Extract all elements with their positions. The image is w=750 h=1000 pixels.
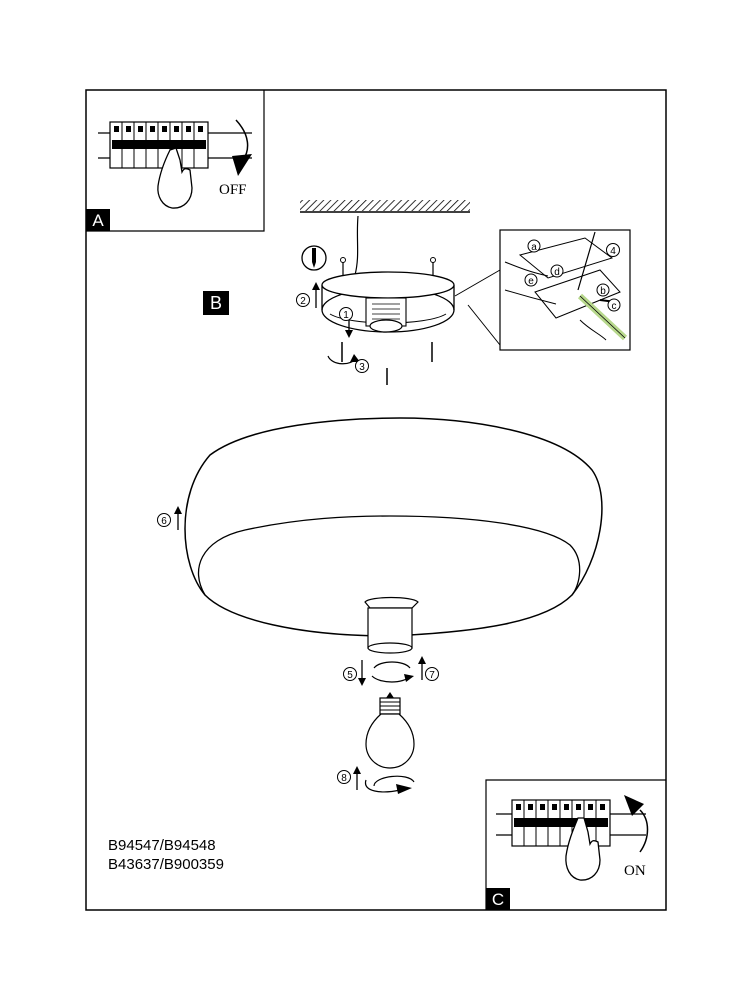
supply-cable <box>354 215 359 276</box>
step-2-label: 2 <box>300 296 306 307</box>
badge-a <box>86 209 110 231</box>
lamp-shade: 6 <box>157 417 603 654</box>
ceiling-hatch <box>300 200 470 211</box>
step-7-label: 7 <box>429 670 435 681</box>
arrow-down-icon <box>235 119 249 161</box>
badge-b-label: B <box>210 293 222 313</box>
lamp-socket <box>369 319 403 333</box>
step-1-label: 1 <box>343 310 349 321</box>
hand-icon <box>565 817 601 881</box>
badge-a-label: A <box>92 211 104 230</box>
step-3-label: 3 <box>359 362 365 373</box>
badge-b <box>203 291 229 315</box>
step-5-label: 5 <box>347 670 353 681</box>
circuit-breaker-icon <box>98 121 252 169</box>
wire-label-b: b <box>600 286 606 297</box>
wire-label-d: d <box>554 267 560 278</box>
terminal-block <box>518 237 614 279</box>
panel-c-switch-on: ON C <box>485 779 666 910</box>
badge-c-label: C <box>492 890 504 909</box>
model-line-1: B94547/B94548 <box>108 837 216 854</box>
circuit-breaker-icon <box>496 799 646 847</box>
page-frame <box>85 89 667 911</box>
step-6-label: 6 <box>161 516 167 527</box>
screwdriver-icon <box>577 231 596 291</box>
arrow-up-icon <box>639 809 649 853</box>
wire-label-e: e <box>528 276 534 287</box>
step-8-label: 8 <box>341 773 347 784</box>
ceiling-mount-assembly <box>300 200 501 385</box>
on-caption: ON <box>624 863 646 879</box>
step-4-label: 4 <box>610 246 616 257</box>
panel-a-switch-off: OFF A <box>86 90 265 232</box>
mounting-plate <box>321 271 455 299</box>
wire-label-c: c <box>612 301 617 312</box>
wire-label-a: a <box>531 242 537 253</box>
light-bulb-icon: 8 <box>337 692 415 794</box>
model-numbers: B94547/B94548 B43637/B900359 <box>108 836 224 874</box>
off-caption: OFF <box>219 182 247 198</box>
wiring-detail-inset: a e d b c 4 <box>499 229 631 351</box>
hand-icon <box>157 147 193 209</box>
model-line-2: B43637/B900359 <box>108 856 224 873</box>
shade-collar <box>364 596 419 609</box>
locking-ring-steps: 5 7 <box>343 656 439 686</box>
badge-c <box>486 888 510 910</box>
